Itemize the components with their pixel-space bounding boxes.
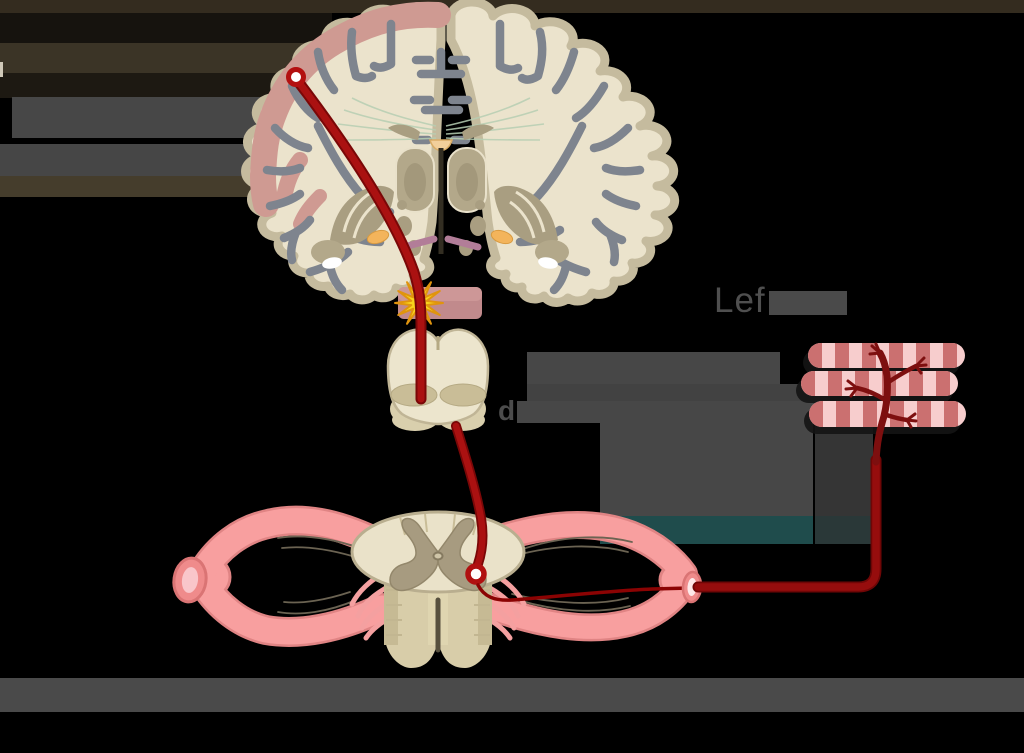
redacted-text-block	[517, 401, 830, 423]
edge-tick	[0, 62, 3, 77]
midbrain-section	[386, 328, 490, 431]
redacted-text-block	[600, 423, 813, 516]
motor-cortex-highlight	[249, 1, 451, 231]
stray-letter: d	[498, 395, 516, 426]
orange-nucleus	[490, 229, 514, 245]
redacted-text-block	[815, 420, 873, 516]
basal-ganglia	[311, 124, 569, 269]
redacted-text-block	[12, 97, 278, 138]
redacted-text-block	[527, 352, 780, 384]
right-spinal-nerve	[474, 511, 698, 642]
muscle-label-text: Lef	[714, 281, 766, 320]
left-dark-band-2	[0, 73, 310, 98]
axon-in-nerve	[476, 583, 692, 602]
neuromuscular-junction-branches	[844, 342, 928, 466]
right-nerve-cut-end-core	[687, 578, 697, 596]
spinal-cord-cross-section	[349, 510, 527, 668]
left-dark-band	[0, 13, 332, 43]
lower-motor-neuron-synapse	[465, 563, 487, 585]
muscle-fiber	[801, 371, 958, 396]
upper-motor-neuron-cell-body	[286, 67, 306, 87]
orange-nucleus	[366, 229, 390, 245]
redacted-label-remainder	[769, 291, 847, 315]
muscle-fiber	[808, 343, 965, 368]
right-hemisphere	[446, 0, 680, 307]
teal-highlight-bar-right	[815, 516, 873, 544]
left-brown-band	[0, 43, 330, 73]
left-brown-band-2	[0, 176, 286, 197]
central-canal	[432, 551, 444, 561]
corona-radiata-fibers	[337, 97, 545, 141]
left-spinal-nerve	[172, 505, 397, 647]
peripheral-axon	[692, 454, 882, 593]
lower-axon-segment	[451, 421, 488, 569]
bottom-gray-bar	[0, 678, 1024, 712]
brain-coronal-section	[241, 0, 680, 307]
redacted-text-block	[527, 384, 830, 401]
redacted-text-block	[0, 144, 274, 176]
descending-axon	[291, 74, 427, 405]
skeletal-muscle-fibers	[796, 342, 966, 466]
